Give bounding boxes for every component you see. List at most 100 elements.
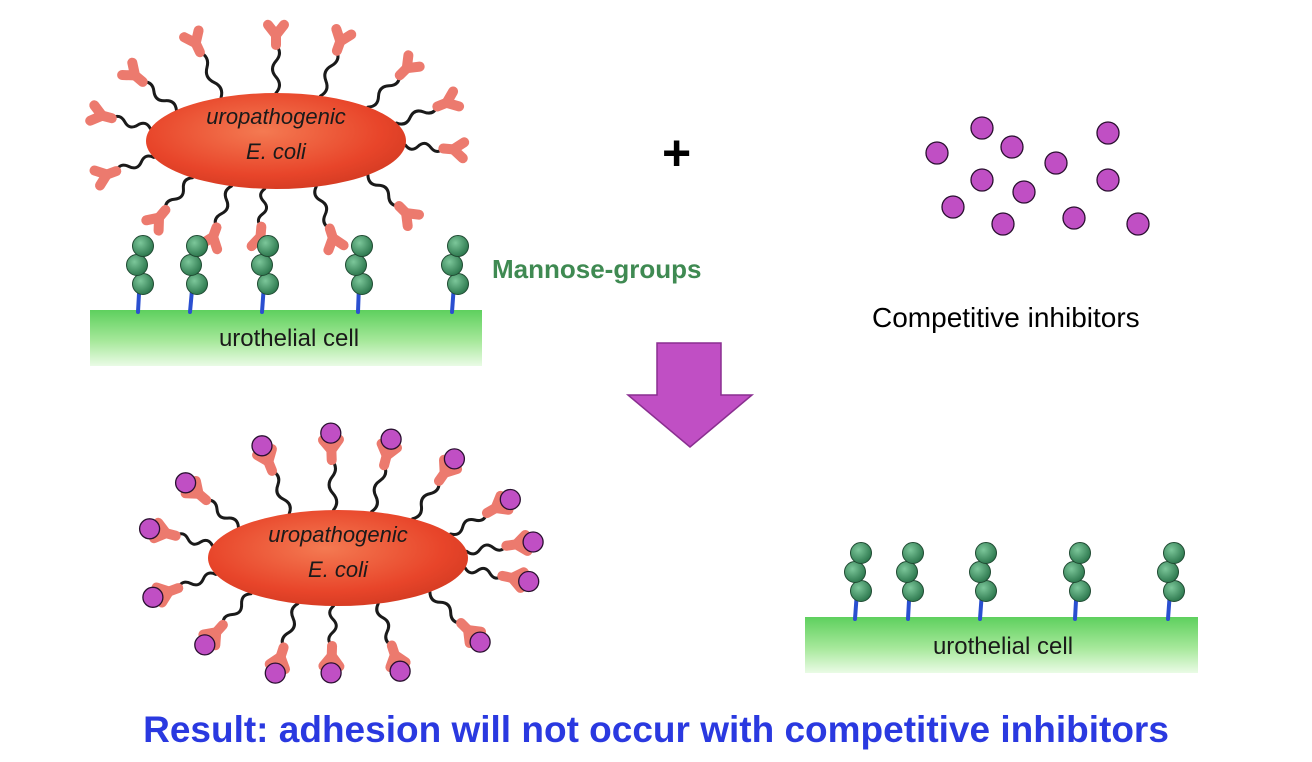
mannose-bead — [351, 273, 373, 295]
inhibitor-dot-icon — [991, 212, 1015, 236]
mannose-bead — [180, 254, 202, 276]
adhesin-icon — [318, 640, 345, 684]
inhibitor-dot-icon — [1126, 212, 1150, 236]
mannose-bead — [1157, 561, 1179, 583]
inhibitor-dot-icon — [970, 168, 994, 192]
inhibitor-dot-icon — [925, 141, 949, 165]
adhesin-arm — [401, 208, 413, 231]
adhesin-icon — [376, 428, 402, 471]
cell-membrane-bottom — [805, 617, 1198, 673]
pilus — [395, 105, 439, 126]
mannose-bead — [1063, 561, 1085, 583]
pilus — [370, 463, 388, 514]
pilus — [319, 49, 340, 98]
urothelial-cell-bottom: urothelial cell — [805, 542, 1198, 673]
pilus — [174, 532, 214, 548]
adhesin-arm — [401, 61, 425, 74]
pilus — [110, 114, 152, 131]
adhesin-icon — [85, 100, 117, 126]
adhesin-icon — [394, 201, 424, 231]
bacterium-name-top-line2: E. coli — [246, 139, 307, 164]
inhibitor-dot-icon — [1000, 135, 1024, 159]
adhesin-icon — [318, 422, 344, 466]
bound-inhibitor-icon — [443, 448, 466, 470]
mannose-bead — [441, 254, 463, 276]
adhesin-icon — [179, 25, 205, 58]
mannose-chain-icon — [844, 542, 872, 621]
adhesin-arm — [151, 582, 174, 597]
bound-inhibitor-icon — [518, 570, 540, 593]
mannose-bead — [1069, 542, 1091, 564]
pilus — [366, 73, 402, 109]
pilus — [270, 469, 292, 515]
pilus — [256, 187, 269, 229]
pilus — [404, 141, 445, 153]
mannose-chain-icon — [896, 542, 924, 621]
pilus — [411, 479, 441, 521]
pilus — [204, 498, 240, 529]
adhesin-icon — [141, 204, 171, 236]
pilus — [463, 566, 504, 580]
pilus — [465, 543, 508, 556]
adhesin-arm — [318, 650, 337, 671]
adhesin-arm — [89, 165, 112, 180]
cell-membrane-top — [90, 310, 482, 366]
adhesin-arm — [439, 464, 463, 478]
pilus — [114, 154, 156, 173]
mannose-bead — [186, 273, 208, 295]
adhesin-icon — [194, 619, 228, 656]
adhesin-icon — [456, 618, 491, 653]
bound-inhibitor-icon — [194, 634, 216, 656]
adhesin-icon — [438, 137, 470, 164]
bacterium-name-top-line1: uropathogenic — [206, 104, 345, 129]
mannose-bead — [126, 254, 148, 276]
adhesin-icon — [331, 24, 357, 56]
result-caption: Result: adhesion will not occur with com… — [143, 709, 1169, 750]
mannose-bead — [186, 235, 208, 257]
mannose-bead — [447, 235, 469, 257]
adhesin-icon — [89, 165, 122, 191]
mannose-bead — [132, 235, 154, 257]
adhesin-arm — [198, 627, 222, 640]
inhibitor-dot-icon — [1096, 121, 1120, 145]
adhesin-icon — [501, 530, 544, 556]
mannose-bead — [1163, 580, 1185, 602]
pilus — [280, 602, 300, 649]
pilus — [163, 176, 194, 212]
adhesin-icon — [432, 86, 465, 112]
adhesin-icon — [323, 223, 349, 256]
bound-inhibitor-icon — [264, 662, 286, 684]
mannose-chain-icon — [1157, 542, 1185, 621]
inhibitor-dot-icon — [1062, 206, 1086, 230]
bound-inhibitor-icon — [499, 488, 521, 511]
mannose-bead — [1069, 580, 1091, 602]
bacterium-body-icon — [208, 510, 468, 606]
competitive-inhibitors-cluster — [925, 116, 1150, 236]
cell-label-bottom: urothelial cell — [933, 633, 1073, 660]
mannose-bead — [844, 561, 866, 583]
mannose-bead — [257, 235, 279, 257]
mannose-bead — [345, 254, 367, 276]
bacterium-top — [85, 19, 470, 256]
bound-inhibitor-icon — [142, 586, 164, 608]
mannose-bead — [975, 580, 997, 602]
bound-inhibitor-icon — [389, 660, 411, 682]
bacterium-body-icon — [146, 93, 406, 189]
adhesin-arm — [463, 625, 475, 648]
pilus — [176, 571, 218, 590]
inhibitor-dot-icon — [970, 116, 994, 140]
adhesin-icon — [385, 640, 411, 682]
adhesin-arm — [89, 100, 108, 121]
adhesin-arm — [190, 25, 204, 49]
mannose-chain-icon — [441, 235, 469, 314]
adhesin-arm — [264, 651, 286, 670]
adhesin-arm — [263, 444, 277, 467]
adhesin-arm — [326, 434, 344, 456]
pilus — [366, 173, 401, 208]
bound-inhibitor-icon — [522, 531, 544, 553]
mannose-bead — [257, 273, 279, 295]
adhesin-arm — [335, 29, 357, 47]
mannose-bead — [132, 273, 154, 295]
adhesin-icon — [497, 567, 540, 593]
